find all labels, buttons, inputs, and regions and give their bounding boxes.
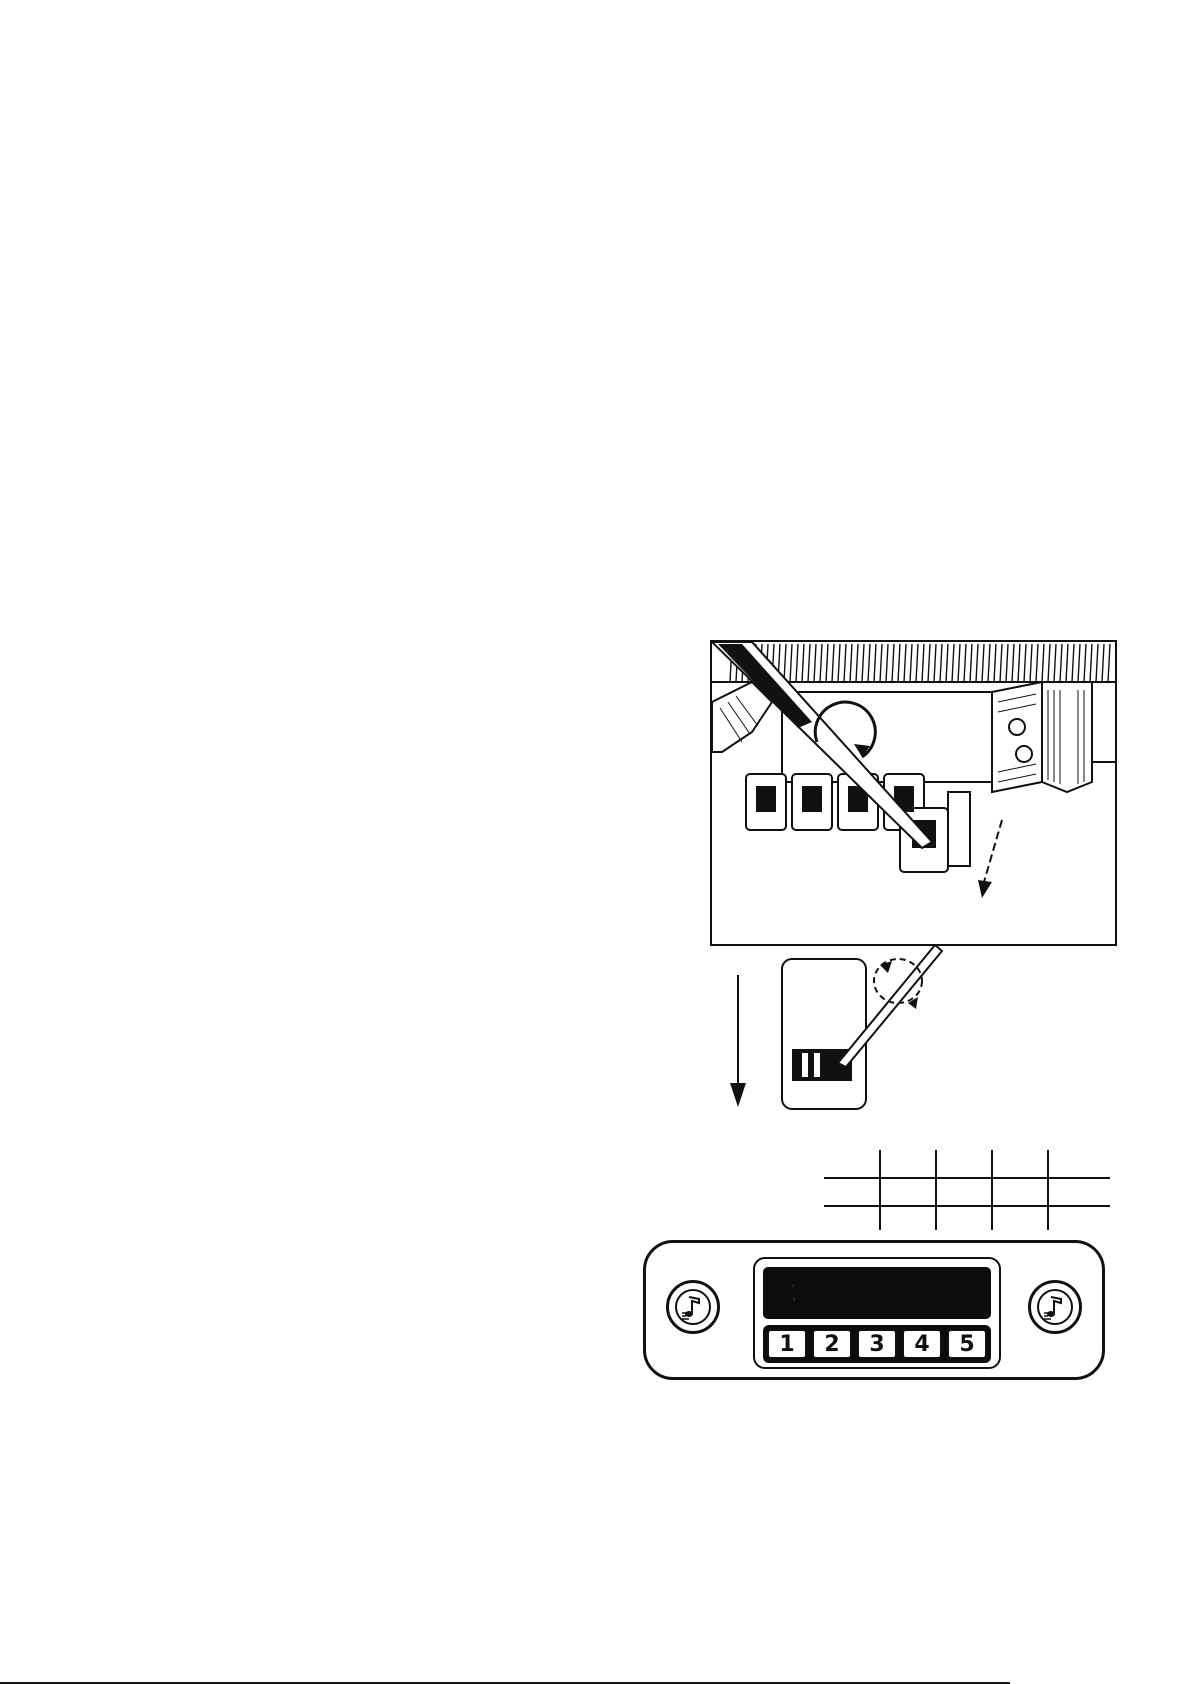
preset-button-5[interactable]: 5 (947, 1329, 987, 1359)
right-knob[interactable] (1028, 1280, 1082, 1334)
left-knob[interactable] (666, 1280, 720, 1334)
preset-button-row: 1 2 3 4 5 (763, 1325, 991, 1363)
preset-grid (820, 1150, 1110, 1230)
preset-button-3[interactable]: 3 (857, 1329, 897, 1359)
illustration-key-detail (720, 945, 960, 1125)
preset-button-2[interactable]: 2 (812, 1329, 852, 1359)
tuning-scale (763, 1267, 991, 1319)
music-note-icon (1037, 1289, 1073, 1325)
preset-button-4[interactable]: 4 (902, 1329, 942, 1359)
car-radio-panel: 1 2 3 4 5 (643, 1240, 1105, 1380)
radio-front-center: 1 2 3 4 5 (753, 1257, 1001, 1369)
music-note-icon (675, 1289, 711, 1325)
illustration-preset-adjustment (710, 640, 1117, 946)
preset-button-1[interactable]: 1 (767, 1329, 807, 1359)
